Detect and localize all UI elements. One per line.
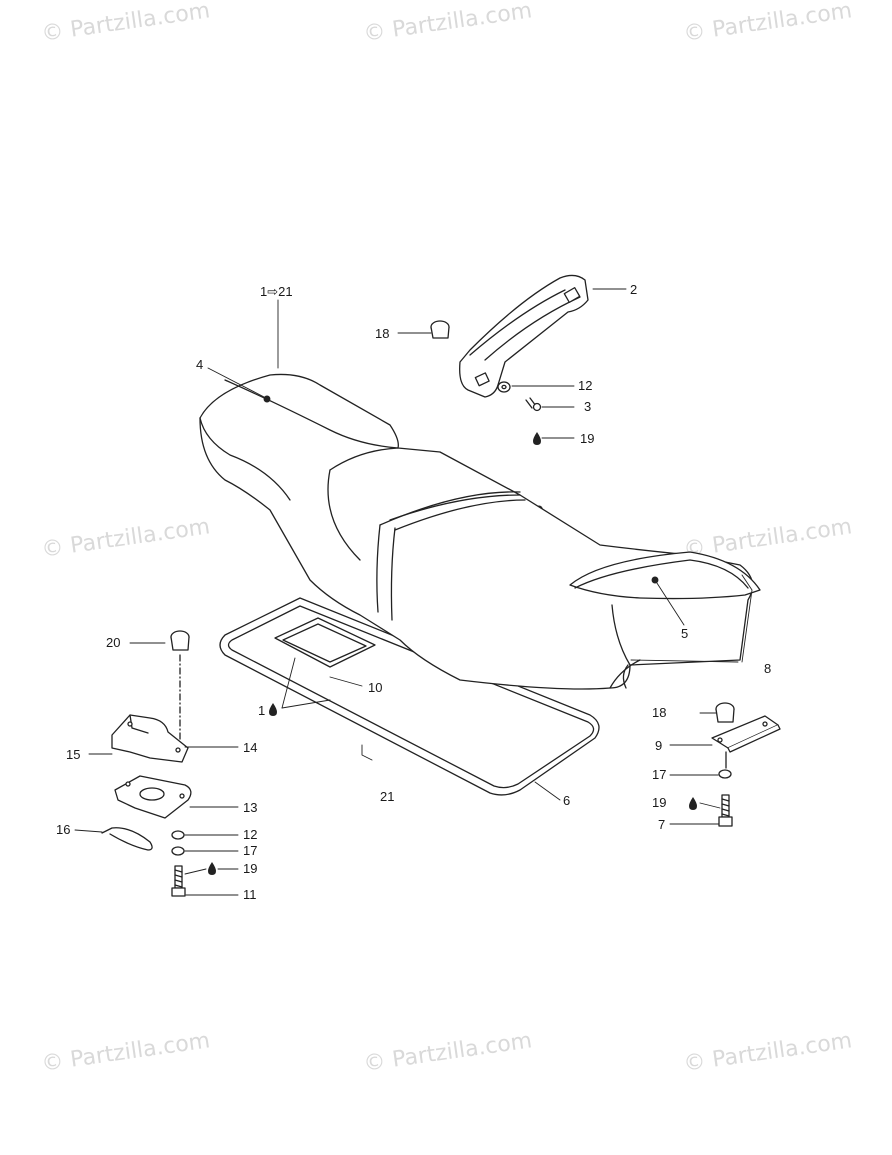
latch-13 [114,775,192,819]
bolt-7 [718,794,733,827]
seat-frame-inner [274,617,376,668]
callout-6: 6 [563,793,571,808]
washer-17-lower [171,846,185,856]
callout-18-right: 18 [652,705,667,720]
rubber-stopper-20 [170,630,190,651]
rubber-stopper-18-right [715,702,735,723]
callout-kit: 1⇨21 [260,284,293,299]
screw-3 [525,397,542,412]
callout-17-right: 17 [652,767,667,782]
callout-2: 2 [630,282,638,297]
seat-frame [219,597,600,796]
seat-cushion [199,373,754,690]
callout-19-right: 19 [652,795,667,810]
callout-9: 9 [655,738,663,753]
callout-12-top: 12 [578,378,593,393]
callout-12-lower: 12 [243,827,258,842]
callout-15: 15 [66,747,81,762]
leader-lines [74,288,753,896]
callout-20: 20 [106,635,121,650]
rear-seat-trim [569,551,761,666]
callout-14: 14 [243,740,258,755]
drop-icon [208,432,697,875]
latch-bracket [111,714,189,763]
callout-1: 1 [258,703,266,718]
callout-13: 13 [243,800,258,815]
washer-17-right [718,769,732,779]
callout-19-lower: 19 [243,861,258,876]
rubber-stopper-18 [430,320,450,339]
plate-9 [711,715,781,753]
callout-19-top: 19 [580,431,595,446]
hairpin-clip-16 [101,827,153,851]
grab-handle [459,274,589,398]
washer-hole [501,384,507,390]
callout-21: 21 [380,789,395,804]
washer-12 [497,381,511,393]
callout-18-top: 18 [375,326,390,341]
bolt-11 [171,865,186,897]
callout-7: 7 [658,817,666,832]
callout-11: 11 [243,887,257,902]
callout-17-lower: 17 [243,843,258,858]
callout-16: 16 [56,822,71,837]
callout-5: 5 [681,626,689,641]
callout-10: 10 [368,680,383,695]
callout-3: 3 [584,399,592,414]
callout-8: 8 [764,661,772,676]
callout-4: 4 [196,357,204,372]
washer-12-lower [171,830,185,840]
